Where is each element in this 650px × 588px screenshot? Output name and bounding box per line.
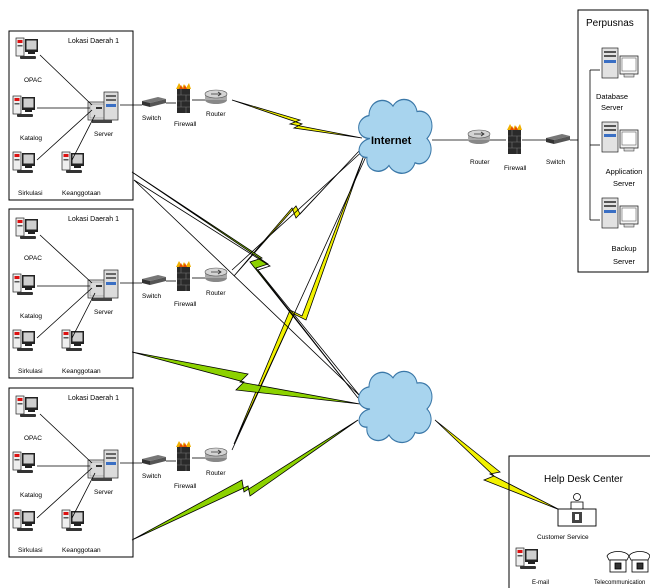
site-panel-3: Lokasi Daerah 1 OPAC Katalog Sirkulasi K… [8,387,134,558]
site-1-devices: Switch Firewall Router [142,82,228,128]
telecommunication-label: Telecommunication [594,580,645,586]
customer-service-label: Customer Service [537,534,589,541]
database-server-icon [601,47,639,79]
router-icon [204,447,228,463]
katalog-label: Katalog [20,313,42,320]
switch-label: Switch [142,473,162,480]
backup-server-icon [601,197,639,229]
router-icon [467,129,491,145]
firewall-icon [175,260,192,292]
keanggotaan-label: Keanggotaan [62,368,101,375]
site-panel-2: Lokasi Daerah 1 OPAC Katalog Sirkulasi K… [8,208,134,379]
email-label: E-mail [532,580,549,586]
database-label: Database [596,92,628,101]
database-server-label: Server [601,103,624,112]
server-icon [87,449,119,482]
sirkulasi-pc-icon [12,151,36,174]
router-icon [204,267,228,283]
server-icon [87,269,119,302]
sirkulasi-label: Sirkulasi [18,547,43,554]
site-title: Lokasi Daerah 1 [68,216,119,223]
opac-pc-icon [15,217,39,240]
sirkulasi-pc-icon [12,329,36,352]
cloud-icon [357,370,433,444]
switch-icon [546,134,570,144]
opac-pc-icon [15,37,39,60]
firewall-label: Firewall [174,301,197,308]
application-server-icon [601,121,639,153]
switch-icon [142,275,166,285]
backup-server-label: Server [613,257,636,266]
telephone-icon [606,551,650,573]
email-pc-icon [515,547,539,570]
site-panel-1: Lokasi Daerah 1 OPAC Katalog Sirkulasi K… [8,30,134,201]
site-title: Lokasi Daerah 1 [68,38,119,45]
keanggotaan-pc-icon [61,329,85,352]
internet-label: Internet [371,135,412,147]
perpusnas-panel: Perpusnas Database Server Application Se… [577,9,649,273]
router-label: Router [206,111,226,118]
server-icon [87,91,119,124]
router-label: Router [470,159,490,166]
router-icon [204,89,228,105]
firewall-label: Firewall [174,121,197,128]
helpdesk-panel: Help Desk Center Customer Service E-mail… [508,455,650,588]
server-label: Server [94,131,114,138]
katalog-label: Katalog [20,135,42,142]
site-title: Lokasi Daerah 1 [68,395,119,402]
customer-service-icon [557,493,597,527]
server-label: Server [94,489,114,496]
switch-label: Switch [546,159,566,166]
switch-icon [142,97,166,107]
server-label: Server [94,309,114,316]
firewall-icon [175,82,192,114]
keanggotaan-label: Keanggotaan [62,547,101,554]
firewall-icon [175,440,192,472]
backup-label: Backup [611,244,636,253]
opac-label: OPAC [24,435,42,442]
sirkulasi-label: Sirkulasi [18,190,43,197]
application-label: Application [606,167,643,176]
keanggotaan-pc-icon [61,509,85,532]
sirkulasi-pc-icon [12,509,36,532]
lan-links [36,54,600,519]
firewall-label: Firewall [174,483,197,490]
keanggotaan-label: Keanggotaan [62,190,101,197]
firewall-label: Firewall [504,165,527,172]
switch-icon [142,455,166,465]
helpdesk-title: Help Desk Center [544,474,624,485]
katalog-pc-icon [12,451,36,474]
sirkulasi-label: Sirkulasi [18,368,43,375]
switch-label: Switch [142,293,162,300]
site-3-devices: Switch Firewall Router [142,440,228,490]
opac-label: OPAC [24,255,42,262]
katalog-pc-icon [12,273,36,296]
center-devices: Router Firewall Switch [467,123,570,172]
perpusnas-title: Perpusnas [586,18,634,29]
opac-label: OPAC [24,77,42,84]
application-server-label: Server [613,179,636,188]
katalog-pc-icon [12,95,36,118]
switch-label: Switch [142,115,162,122]
firewall-icon [506,123,523,155]
katalog-label: Katalog [20,492,42,499]
keanggotaan-pc-icon [61,151,85,174]
site-2-devices: Switch Firewall Router [142,260,228,308]
router-label: Router [206,290,226,297]
wan-thin-links [231,147,369,451]
router-label: Router [206,470,226,477]
opac-pc-icon [15,395,39,418]
